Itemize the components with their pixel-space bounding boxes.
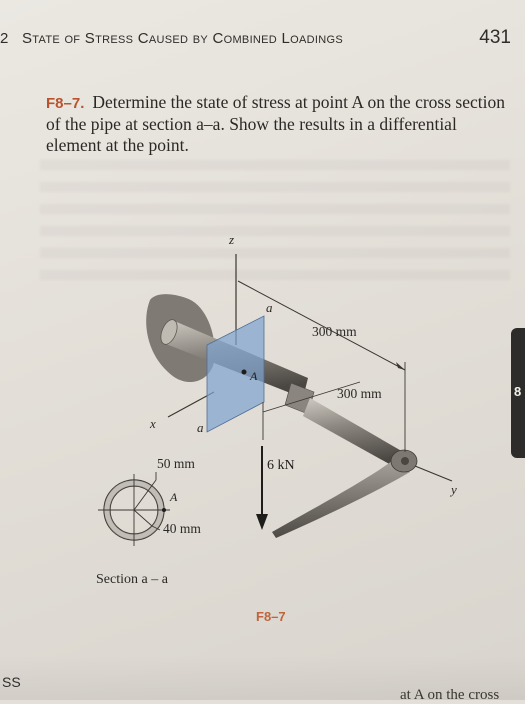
outer-pipe <box>303 398 405 470</box>
section-inner-dim: 40 mm <box>163 521 201 536</box>
running-title: State of Stress Caused by Combined Loadi… <box>22 30 343 47</box>
x-axis-label: x <box>149 416 156 431</box>
section-outer-dim: 50 mm <box>157 456 195 471</box>
section-label-top: a <box>266 300 273 315</box>
dim-label-top: 300 mm <box>312 324 357 339</box>
crank-arm <box>272 458 410 538</box>
next-page-text-fragment: at A on the cross <box>400 687 500 703</box>
dim-label-mid: 300 mm <box>337 386 382 401</box>
page-number: 431 <box>479 27 511 48</box>
bleed-through-text <box>40 160 510 280</box>
problem-text: Determine the state of stress at point A… <box>46 92 505 155</box>
running-head: 2 State of Stress Caused by Combined Loa… <box>0 27 525 52</box>
pipe-end-cap <box>160 319 178 345</box>
figure-number: F8–7 <box>256 609 286 624</box>
section-outer-radius <box>133 479 157 511</box>
force-label: 6 kN <box>267 458 295 473</box>
section-inner-radius <box>133 509 153 527</box>
section-plane <box>206 315 265 433</box>
section-point-a-label: A <box>169 490 178 504</box>
next-page-margin-fragment: SS <box>2 674 21 690</box>
section-label-bottom: a <box>197 420 204 435</box>
chapter-thumb-tab: 8 <box>511 328 525 458</box>
y-axis-label: y <box>449 482 457 497</box>
dim-line-mid <box>262 381 361 413</box>
x-axis <box>167 391 215 418</box>
next-page-edge <box>0 655 525 700</box>
section-point-a <box>162 508 166 512</box>
crank-pin <box>401 457 409 465</box>
point-a-marker <box>241 369 247 375</box>
chapter-fragment: 2 <box>0 30 9 47</box>
problem-number: F8–7. <box>46 95 85 112</box>
z-axis-label: z <box>228 232 234 247</box>
section-caption: Section a – a <box>96 572 169 587</box>
y-axis <box>414 465 453 482</box>
dim-line-top <box>237 280 406 371</box>
point-a-label: A <box>249 369 258 383</box>
section-inner-leader <box>151 525 161 531</box>
dim-arrow-top <box>396 362 405 370</box>
chapter-tab-number: 8 <box>514 384 522 399</box>
problem-statement: F8–7.Determine the state of stress at po… <box>46 92 508 156</box>
force-arrow-head <box>256 514 268 530</box>
